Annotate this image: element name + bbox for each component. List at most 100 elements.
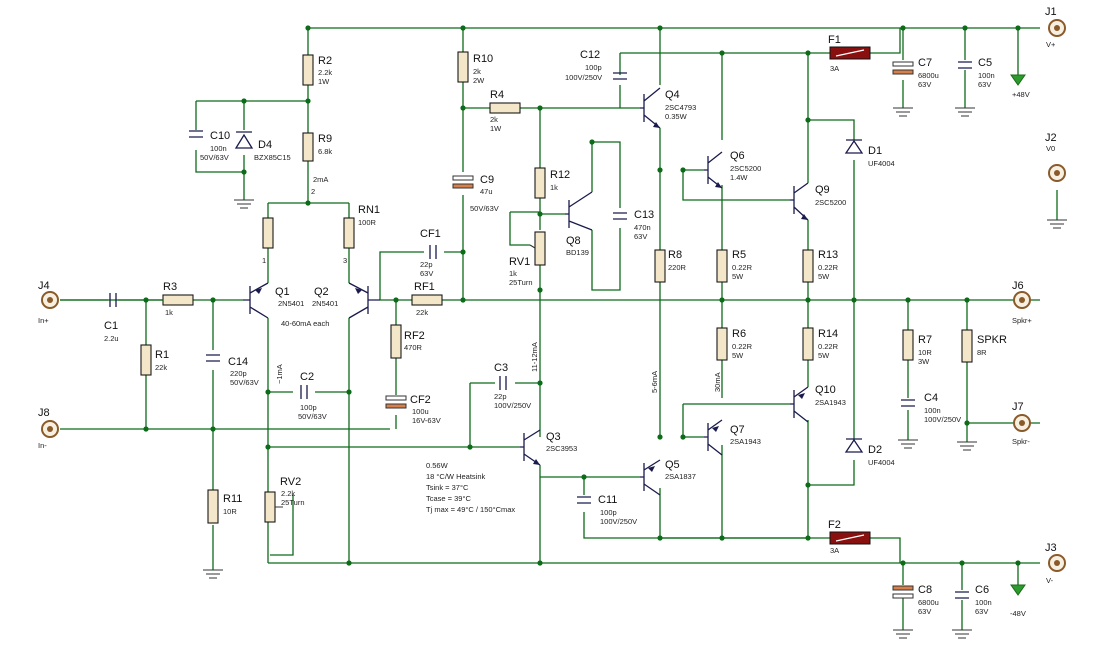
r10-ref: R10 bbox=[473, 53, 493, 65]
rf2-ref: RF2 bbox=[404, 330, 425, 342]
r6-body bbox=[716, 327, 728, 361]
note-q3-current: 11-12mA bbox=[530, 342, 539, 372]
rf2-value: 470R bbox=[404, 343, 423, 352]
q10-ref: Q10 bbox=[815, 384, 836, 396]
j7-ref: J7 bbox=[1012, 401, 1024, 413]
c3-voltage: 100V/250V bbox=[494, 401, 531, 410]
wires bbox=[60, 27, 1058, 630]
terminals bbox=[41, 19, 1066, 572]
c4-ref: C4 bbox=[924, 392, 938, 404]
f1-ref: F1 bbox=[828, 34, 841, 46]
r13-power: 5W bbox=[818, 272, 830, 281]
note-thermal-3: Tsink = 37°C bbox=[426, 483, 469, 492]
c9-ref: C9 bbox=[480, 174, 494, 186]
r5-ref: R5 bbox=[732, 249, 746, 261]
q1-ref: Q1 bbox=[275, 286, 290, 298]
note-thermal-2: 18 °C/W Heatsink bbox=[426, 472, 486, 481]
r12-body bbox=[534, 167, 546, 199]
rv1-body bbox=[534, 231, 546, 266]
supply-positive: +48V bbox=[1012, 90, 1030, 99]
j4-label: In+ bbox=[38, 316, 49, 325]
r8-body bbox=[654, 249, 666, 283]
r14-power: 5W bbox=[818, 351, 830, 360]
note-q6-current: 30mA bbox=[713, 372, 722, 392]
c8-body bbox=[892, 585, 914, 591]
r12-ref: R12 bbox=[550, 169, 570, 181]
r2-body bbox=[302, 54, 314, 86]
r11-ref: R11 bbox=[223, 493, 242, 505]
r13-ref: R13 bbox=[818, 249, 838, 261]
note-pin-2: 2 bbox=[311, 187, 315, 196]
rn1-right-body bbox=[343, 217, 355, 249]
q6-power: 1.4W bbox=[730, 173, 748, 182]
q10-part: 2SA1943 bbox=[815, 398, 846, 407]
q5-part: 2SA1837 bbox=[665, 472, 696, 481]
q3-part: 2SC3953 bbox=[546, 444, 577, 453]
rv2-body bbox=[264, 491, 276, 523]
f2-value: 3A bbox=[830, 546, 839, 555]
c6-value: 100n bbox=[975, 598, 992, 607]
r13-body bbox=[802, 249, 814, 283]
c13-value: 470n bbox=[634, 223, 651, 232]
r8-value: 220R bbox=[668, 263, 687, 272]
r9-value: 6.8k bbox=[318, 147, 332, 156]
c3-value: 22p bbox=[494, 392, 507, 401]
cf2-ref: CF2 bbox=[410, 394, 431, 406]
q6-part: 2SC5200 bbox=[730, 164, 761, 173]
c12-value: 100p bbox=[585, 63, 602, 72]
c1-ref: C1 bbox=[104, 320, 118, 332]
c14-value: 220p bbox=[230, 369, 247, 378]
q9-ref: Q9 bbox=[815, 184, 830, 196]
c13-ref: C13 bbox=[634, 209, 654, 221]
r7-ref: R7 bbox=[918, 334, 932, 346]
capacitor-symbols bbox=[60, 61, 972, 599]
c8-ref: C8 bbox=[918, 584, 932, 596]
transistor-symbols bbox=[243, 87, 809, 496]
r12-value: 1k bbox=[550, 183, 558, 192]
c9-value: 47u bbox=[480, 187, 493, 196]
d2-ref: D2 bbox=[868, 444, 882, 456]
q4-ref: Q4 bbox=[665, 89, 680, 101]
j2-label: V0 bbox=[1046, 144, 1055, 153]
d4-ref: D4 bbox=[258, 139, 272, 151]
note-q4-current: 5-6mA bbox=[650, 371, 659, 393]
d2-part: UF4004 bbox=[868, 458, 895, 467]
d1-part: UF4004 bbox=[868, 159, 895, 168]
cf2-voltage: 16V-63V bbox=[412, 416, 441, 425]
c10-ref: C10 bbox=[210, 130, 230, 142]
r4-ref: R4 bbox=[490, 89, 504, 101]
q8-part: BD139 bbox=[566, 248, 589, 257]
r1-value: 22k bbox=[155, 363, 167, 372]
c6-voltage: 63V bbox=[975, 607, 988, 616]
q7-part: 2SA1943 bbox=[730, 437, 761, 446]
c11-voltage: 100V/250V bbox=[600, 517, 637, 526]
r11-body bbox=[207, 489, 219, 524]
f1-value: 3A bbox=[830, 64, 839, 73]
r10-value: 2k bbox=[473, 67, 481, 76]
r4-body bbox=[489, 102, 521, 114]
r14-ref: R14 bbox=[818, 328, 838, 340]
j6-label: Spkr+ bbox=[1012, 316, 1032, 325]
r4-value: 2k bbox=[490, 115, 498, 124]
r5-power: 5W bbox=[732, 272, 744, 281]
q8-ref: Q8 bbox=[566, 235, 581, 247]
c6-ref: C6 bbox=[975, 584, 989, 596]
rn1-value: 100R bbox=[358, 218, 377, 227]
r3-body bbox=[162, 294, 194, 306]
c11-ref: C11 bbox=[598, 494, 617, 506]
q9-part: 2SC5200 bbox=[815, 198, 846, 207]
r3-value: 1k bbox=[165, 308, 173, 317]
c11-value: 100p bbox=[600, 508, 617, 517]
note-thermal-5: Tj max = 49°C / 150°Cmax bbox=[426, 505, 515, 514]
c7-voltage: 63V bbox=[918, 80, 931, 89]
j8-label: In- bbox=[38, 441, 47, 450]
c1-value: 2.2u bbox=[104, 334, 119, 343]
c10-voltage: 50V/63V bbox=[200, 153, 229, 162]
r4-power: 1W bbox=[490, 124, 502, 133]
diode-symbols bbox=[234, 131, 864, 453]
c9-voltage: 50V/63V bbox=[470, 204, 499, 213]
r11-value: 10R bbox=[223, 507, 237, 516]
r5-value: 0.22R bbox=[732, 263, 753, 272]
rf1-ref: RF1 bbox=[414, 281, 435, 293]
rv2-value: 2.2k bbox=[281, 489, 295, 498]
